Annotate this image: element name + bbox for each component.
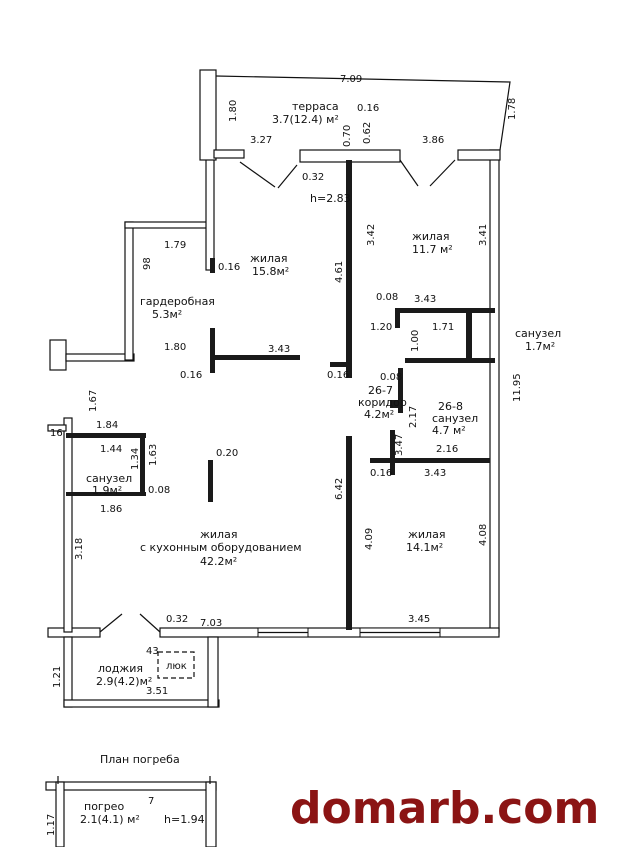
dim-1195: 11.95	[512, 373, 523, 402]
dimension-labels: 7.09 1.80 1.78 3.27 3.86 0.16 0.70 0.62 …	[46, 74, 523, 836]
dim-343c: 3.43	[424, 468, 446, 479]
dim-016d: 0.16	[327, 370, 349, 381]
room-labels: терраса 3.7(12.4) м² h=2.83 жилая 15.8м²…	[80, 100, 561, 826]
dim-216: 2.16	[436, 444, 458, 455]
bath3-area: 1.9м²	[92, 484, 122, 497]
dim-020: 0.20	[216, 448, 238, 459]
interior-walls	[66, 160, 495, 630]
loggia-name: лоджия	[98, 662, 143, 675]
living1-area: 15.8м²	[252, 265, 289, 278]
hatch-outline	[157, 651, 195, 679]
dim-179: 1.79	[164, 240, 186, 251]
dim-terrace-left: 1.80	[228, 100, 239, 122]
dim-032b: 0.32	[166, 614, 188, 625]
living2-area: 11.7 м²	[412, 243, 453, 256]
kitchen-subtitle: с кухонным оборудованием	[140, 541, 302, 554]
dim-16: 16	[50, 428, 63, 439]
cellar-area: 2.1(4.1) м²	[80, 813, 140, 826]
dim-341: 3.41	[478, 224, 489, 246]
dim-terrace-w2: 3.86	[422, 135, 444, 146]
dim-016b: 0.16	[218, 262, 240, 273]
terrace-outline	[215, 75, 511, 151]
dim-062: 0.62	[362, 122, 373, 144]
dim-008b: 0.08	[380, 372, 402, 383]
dim-terrace-right: 1.78	[507, 98, 518, 120]
wardrobe-name: гардеробная	[140, 295, 215, 308]
dim-180: 1.80	[164, 342, 186, 353]
dim-217: 2.17	[408, 406, 419, 428]
corridor-code: 26-7	[368, 384, 393, 397]
dim-top-width: 7.09	[340, 74, 362, 85]
dim-703: 7.03	[200, 618, 222, 629]
ceiling-height: h=2.83	[310, 192, 351, 205]
dim-184: 1.84	[96, 420, 118, 431]
kitchen-area: 42.2м²	[200, 555, 237, 568]
dim-098: 98	[142, 257, 153, 270]
dim-351: 3.51	[146, 686, 168, 697]
dim-163: 1.63	[148, 444, 159, 466]
bath2-name: санузел	[432, 412, 478, 425]
terrace-doors	[239, 159, 456, 189]
dim-008a: 0.08	[376, 292, 398, 303]
living3-name: жилая	[408, 528, 445, 541]
dim-terrace-w1: 3.27	[250, 135, 272, 146]
bath2-area: 4.7 м²	[432, 424, 466, 437]
kitchen-name: жилая	[200, 528, 237, 541]
bath2-code: 26-8	[438, 400, 463, 413]
living1-name: жилая	[250, 252, 287, 265]
cellar-height: h=1.94	[164, 813, 205, 826]
dim-186: 1.86	[100, 504, 122, 515]
dim-121: 1.21	[52, 666, 63, 688]
dim-167: 1.67	[88, 390, 99, 412]
wardrobe-area: 5.3м²	[152, 308, 182, 321]
dim-144: 1.44	[100, 444, 122, 455]
terrace-area: 3.7(12.4) м²	[272, 113, 339, 126]
dim-134: 1.34	[130, 448, 141, 470]
dim-461: 4.61	[334, 261, 345, 283]
dim-408: 4.08	[478, 524, 489, 546]
dim-345: 3.45	[408, 614, 430, 625]
dim-347: 3.47	[394, 434, 405, 456]
cellar-outline	[45, 776, 217, 847]
dim-032a: 0.32	[302, 172, 324, 183]
cellar-name: погрео	[84, 800, 124, 813]
living3-area: 14.1м²	[406, 541, 443, 554]
dim-342: 3.42	[366, 224, 377, 246]
watermark: domarb.com	[290, 783, 599, 834]
corridor-area: 4.2м²	[364, 408, 394, 421]
dim-120: 1.20	[370, 322, 392, 333]
dim-318: 3.18	[74, 538, 85, 560]
loggia-door	[99, 613, 161, 633]
windows	[257, 627, 441, 638]
dim-642: 6.42	[334, 478, 345, 500]
living2-name: жилая	[412, 230, 449, 243]
bath1-area: 1.7м²	[525, 340, 555, 353]
hatch-name: люк	[166, 661, 187, 672]
dim-7: 7	[148, 796, 154, 807]
corridor-name: коридор	[358, 396, 407, 409]
dim-343a: 3.43	[414, 294, 436, 305]
cellar-plan-title: План погреба	[100, 753, 180, 766]
outer-walls	[47, 69, 501, 638]
dim-016c: 0.16	[180, 370, 202, 381]
dim-008c: 0.08	[148, 485, 170, 496]
dim-43: 43	[146, 646, 159, 657]
dim-070: 0.70	[342, 125, 353, 147]
dim-171: 1.71	[432, 322, 454, 333]
bath3-name: санузел	[86, 472, 132, 485]
dim-100: 1.00	[410, 330, 421, 352]
bath1-name: санузел	[515, 327, 561, 340]
dim-409: 4.09	[364, 528, 375, 550]
loggia-area: 2.9(4.2)м²	[96, 675, 152, 688]
dim-343b: 3.43	[268, 344, 290, 355]
dim-016a: 0.16	[357, 103, 379, 114]
loggia-outline	[63, 636, 220, 708]
dim-016e: 0.16	[370, 468, 392, 479]
dim-117: 1.17	[46, 814, 57, 836]
terrace-name: терраса	[292, 100, 339, 113]
